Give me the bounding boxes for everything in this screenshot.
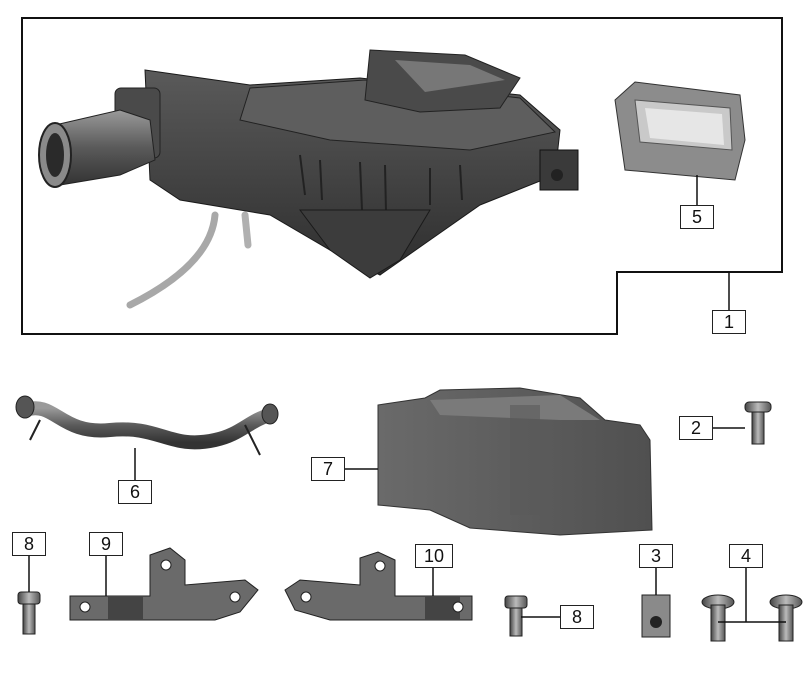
rubber-hose (15, 395, 279, 456)
bolt-4-left (701, 594, 735, 642)
callout-5: 5 (680, 205, 714, 229)
callout-1: 1 (712, 310, 746, 334)
callout-7: 7 (311, 457, 345, 481)
callout-3: 3 (639, 544, 673, 568)
bolt-2 (744, 401, 772, 445)
bolt-8-left (17, 591, 41, 635)
bolt-4-right (769, 594, 803, 642)
callout-2: 2 (679, 416, 713, 440)
bracket-9 (69, 547, 259, 621)
callout-9: 9 (89, 532, 123, 556)
callout-8-right: 8 (560, 605, 594, 629)
leader-4 (718, 568, 786, 623)
bolt-8-right (504, 595, 528, 637)
callout-8-left: 8 (12, 532, 46, 556)
filter-element (614, 81, 746, 181)
cover-plate (377, 387, 653, 536)
bracket-10 (284, 551, 473, 621)
callout-10: 10 (415, 544, 453, 568)
air-filter-box (38, 49, 579, 309)
clip-nut-3 (641, 594, 671, 638)
assembly-outline-frame (21, 17, 783, 335)
callout-4: 4 (729, 544, 763, 568)
callout-6: 6 (118, 480, 152, 504)
leader-lines (28, 175, 786, 623)
